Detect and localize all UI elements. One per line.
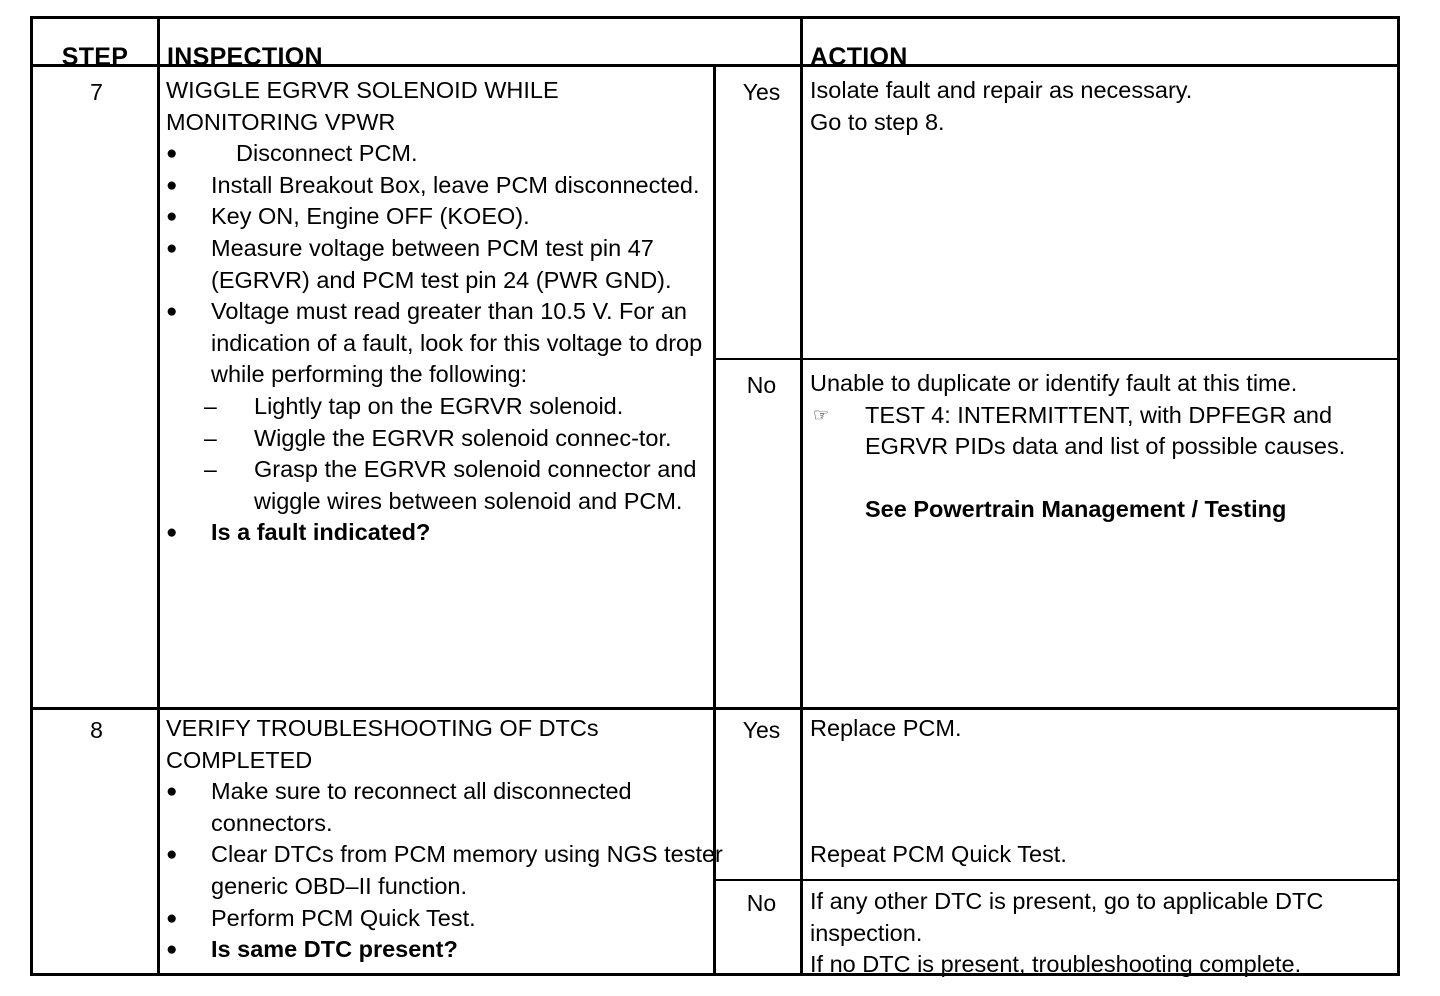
action-see-reference: See Powertrain Management / Testing xyxy=(865,496,1287,523)
list-item-text: Install Breakout Box, leave PCM disconne… xyxy=(211,171,700,198)
bullet-icon: ● xyxy=(166,174,178,196)
list-item-text: Disconnect PCM. xyxy=(236,140,418,167)
step-number-8: 8 xyxy=(90,717,103,743)
inspection-title-line1: VERIFY TROUBLESHOOTING OF DTCs xyxy=(166,715,599,741)
list-item-text: Voltage must read greater than 10.5 V. F… xyxy=(211,298,703,388)
answer-yes-step7: Yes xyxy=(742,79,781,105)
list-item: ● Make sure to reconnect all disconnecte… xyxy=(166,776,736,839)
inspection-sub-bullet-list-7: – Lightly tap on the EGRVR solenoid. – W… xyxy=(166,391,736,517)
inspection-question-text: Is a fault indicated? xyxy=(211,519,431,546)
list-item: ● Measure voltage between PCM test pin 4… xyxy=(166,233,736,296)
inspection-title-line2: MONITORING VPWR xyxy=(166,108,396,135)
list-item: – Grasp the EGRVR solenoid connector and… xyxy=(204,454,736,517)
inspection-question-text: Is same DTC present? xyxy=(211,936,458,963)
bullet-icon: ● xyxy=(166,844,178,866)
answer-no-step8: No xyxy=(746,890,777,916)
list-item-text: Wiggle the EGRVR solenoid connec-tor. xyxy=(254,424,672,451)
action-line-repeat: Repeat PCM Quick Test. xyxy=(810,841,1067,868)
list-item-text: Measure voltage between PCM test pin 47 … xyxy=(211,234,672,293)
action-line: Isolate fault and repair as necessary. xyxy=(810,77,1193,103)
inspection-cell-8: VERIFY TROUBLESHOOTING OF DTCs COMPLETED… xyxy=(166,713,736,966)
list-item-text: Grasp the EGRVR solenoid connector and w… xyxy=(254,456,697,514)
list-item: ● Perform PCM Quick Test. xyxy=(166,903,736,935)
dash-icon: – xyxy=(204,392,217,419)
pointing-hand-icon: ☞ xyxy=(813,404,830,425)
list-item-text: Clear DTCs from PCM memory using NGS tes… xyxy=(211,841,723,899)
bullet-icon: ● xyxy=(166,301,178,323)
answer-no-step7: No xyxy=(746,372,777,398)
dash-icon: – xyxy=(204,456,217,483)
inspection-cell-7: WIGGLE EGRVR SOLENOID WHILE MONITORING V… xyxy=(166,75,736,549)
action-reference-text: TEST 4: INTERMITTENT, with DPFEGR and EG… xyxy=(865,401,1346,460)
header-action: ACTION xyxy=(810,43,908,71)
action-column-rule xyxy=(800,19,803,973)
inspection-title-line1: WIGGLE EGRVR SOLENOID WHILE xyxy=(166,77,559,103)
list-item: ● Is a fault indicated? xyxy=(166,517,736,549)
action-line: Replace PCM. xyxy=(810,715,962,741)
action-line: Go to step 8. xyxy=(810,108,945,135)
action-cell-step8-yes: Replace PCM. Repeat PCM Quick Test. xyxy=(810,713,1395,871)
bullet-icon: ● xyxy=(166,237,178,259)
header-inspection: INSPECTION xyxy=(167,43,323,71)
action-cell-step8-no: If any other DTC is present, go to appli… xyxy=(810,886,1395,981)
troubleshooting-table: STEP INSPECTION ACTION 7 WIGGLE EGRVR SO… xyxy=(30,16,1400,977)
list-item-text: Make sure to reconnect all disconnected … xyxy=(211,778,632,836)
list-item-text: Lightly tap on the EGRVR solenoid. xyxy=(254,392,624,419)
row8-answer-divider xyxy=(713,879,1397,881)
action-line: If any other DTC is present, go to appli… xyxy=(810,888,1324,946)
list-item: ● Install Breakout Box, leave PCM discon… xyxy=(166,170,736,202)
inspection-question-list-7: ● Is a fault indicated? xyxy=(166,517,736,549)
inspection-title-line2: COMPLETED xyxy=(166,746,313,773)
inspection-bullet-list-7: ● Disconnect PCM. ● Install Breakout Box… xyxy=(166,138,736,391)
bullet-icon: ● xyxy=(166,206,178,228)
step-number-7: 7 xyxy=(90,79,103,105)
action-cell-step7-no: Unable to duplicate or identify fault at… xyxy=(810,368,1395,526)
bullet-icon: ● xyxy=(166,522,178,544)
list-item-text: Key ON, Engine OFF (KOEO). xyxy=(211,203,530,230)
row7-answer-divider xyxy=(713,358,1397,360)
list-item: ☞ TEST 4: INTERMITTENT, with DPFEGR and … xyxy=(810,400,1395,463)
bullet-icon: ● xyxy=(166,143,178,165)
list-item-text: Perform PCM Quick Test. xyxy=(211,904,476,931)
list-item: ● Disconnect PCM. xyxy=(166,138,736,170)
list-item: – Wiggle the EGRVR solenoid connec-tor. xyxy=(204,423,736,455)
list-item: ● Is same DTC present? xyxy=(166,934,736,966)
action-cell-step7-yes: Isolate fault and repair as necessary. G… xyxy=(810,75,1395,138)
dash-icon: – xyxy=(204,424,217,451)
action-line: If no DTC is present, troubleshooting co… xyxy=(810,951,1302,978)
list-item: ● Key ON, Engine OFF (KOEO). xyxy=(166,201,736,233)
bullet-icon: ● xyxy=(166,939,178,961)
list-item: – Lightly tap on the EGRVR solenoid. xyxy=(204,391,736,423)
bullet-icon: ● xyxy=(166,907,178,929)
bullet-icon: ● xyxy=(166,781,178,803)
list-item: ● Voltage must read greater than 10.5 V.… xyxy=(166,296,736,391)
header-step: STEP xyxy=(61,43,129,71)
list-item: ● Clear DTCs from PCM memory using NGS t… xyxy=(166,839,736,902)
action-line: Unable to duplicate or identify fault at… xyxy=(810,370,1298,396)
answer-yes-step8: Yes xyxy=(742,717,781,743)
answer-column-left-rule xyxy=(713,64,716,973)
step-column-rule xyxy=(157,19,160,973)
inspection-bullet-list-8: ● Make sure to reconnect all disconnecte… xyxy=(166,776,736,966)
